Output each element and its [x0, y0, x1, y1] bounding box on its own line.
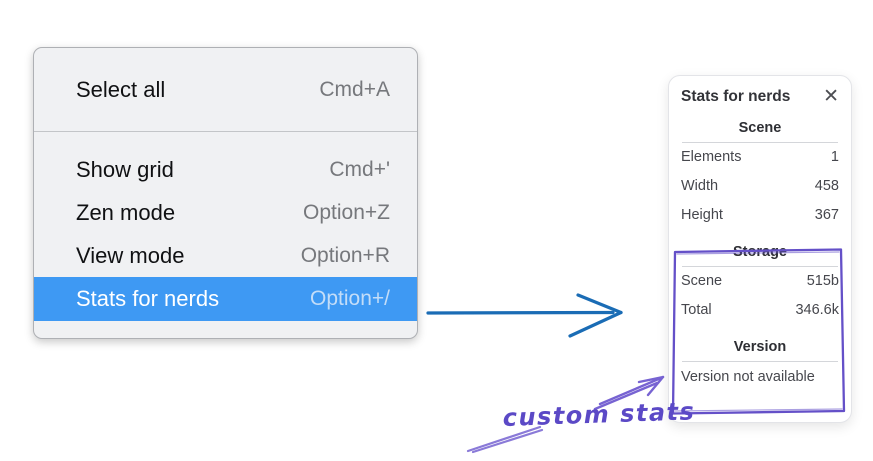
section-divider: [682, 361, 838, 362]
stat-row-width: Width 458: [681, 172, 839, 201]
menu-item-label: Zen mode: [76, 199, 176, 225]
menu-item-label: View mode: [76, 242, 185, 268]
stat-label: Height: [681, 207, 723, 223]
section-title-scene: Scene: [738, 120, 782, 136]
stats-panel-title: Stats for nerds: [681, 88, 791, 105]
section-divider: [682, 142, 838, 143]
purple-tail-stroke: [466, 425, 544, 454]
stat-row-height: Height 367: [681, 201, 839, 230]
context-menu: Select all Cmd+A Show grid Cmd+' Zen mod…: [33, 47, 418, 339]
menu-item-shortcut: Cmd+': [329, 157, 390, 181]
menu-item-shortcut: Option+/: [310, 287, 390, 310]
menu-item-view-mode[interactable]: View mode Option+R: [34, 234, 417, 277]
stat-value: 367: [814, 207, 839, 223]
menu-item-shortcut: Cmd+A: [319, 77, 390, 101]
stats-panel-header: Stats for nerds ✕: [681, 86, 839, 107]
stat-value: 1: [830, 149, 839, 165]
version-note: Version not available: [681, 369, 815, 385]
menu-item-show-grid[interactable]: Show grid Cmd+': [34, 148, 417, 191]
menu-section-bottom: Show grid Cmd+' Zen mode Option+Z View m…: [34, 132, 417, 338]
menu-item-zen-mode[interactable]: Zen mode Option+Z: [34, 191, 417, 234]
stat-label: Width: [681, 178, 719, 194]
close-icon[interactable]: ✕: [823, 86, 839, 107]
menu-item-select-all[interactable]: Select all Cmd+A: [34, 68, 417, 111]
stat-row-total-storage: Total 346.6k: [681, 296, 839, 325]
section-title-version: Version: [733, 339, 787, 355]
menu-item-shortcut: Option+Z: [303, 200, 390, 224]
stat-row-scene-storage: Scene 515b: [681, 267, 839, 296]
blue-arrow: [426, 293, 623, 338]
stat-value: 346.6k: [795, 302, 839, 318]
section-title-storage: Storage: [733, 244, 787, 260]
stat-label: Scene: [681, 273, 723, 289]
stat-row-elements: Elements 1: [681, 143, 839, 172]
stats-panel: Stats for nerds ✕ Scene Elements 1 Width…: [668, 75, 852, 423]
menu-item-label: Stats for nerds: [76, 286, 220, 311]
custom-stats-annotation: custom stats: [502, 397, 696, 432]
purple-arrow: [593, 375, 665, 411]
menu-item-label: Show grid: [76, 156, 174, 182]
stat-value: 458: [814, 178, 839, 194]
stat-label: Total: [681, 302, 712, 318]
menu-divider: [34, 131, 417, 132]
menu-item-shortcut: Option+R: [300, 243, 390, 267]
menu-item-stats-for-nerds[interactable]: Stats for nerds Option+/: [34, 277, 417, 321]
stat-value: 515b: [806, 273, 839, 289]
menu-item-label: Select all: [76, 76, 166, 102]
menu-section-top: Select all Cmd+A: [34, 48, 417, 131]
stat-label: Elements: [681, 149, 742, 165]
